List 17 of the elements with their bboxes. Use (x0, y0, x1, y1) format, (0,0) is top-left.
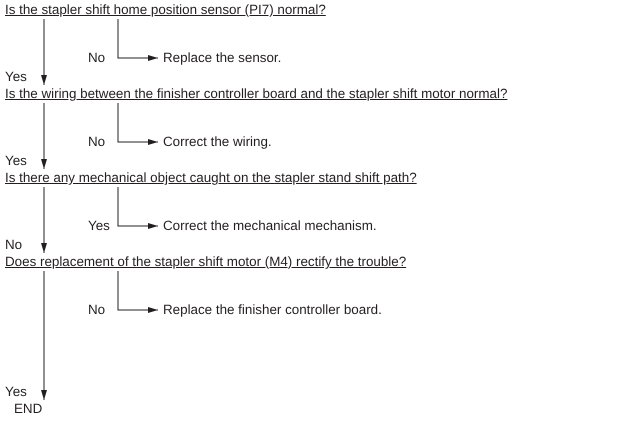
arrow (118, 186, 158, 229)
question-text: Is the stapler shift home position sensor (PI7) normal? (5, 2, 326, 18)
arrow (41, 186, 47, 254)
arrow (41, 18, 47, 86)
question-text: Does replacement of the stapler shift motor (M4) rectify the trouble? (5, 254, 406, 270)
arrow (41, 270, 47, 400)
question-text: Is the wiring between the finisher controller board and the stapler shift motor normal? (5, 86, 508, 102)
action-text: Correct the mechanical mechanism. (163, 218, 377, 234)
question-text: Is there any mechanical object caught on the stapler stand shift path? (5, 170, 417, 186)
action-text: Replace the sensor. (163, 50, 282, 66)
arrow (118, 270, 158, 313)
action-text: Correct the wiring. (163, 134, 272, 150)
arrow (41, 102, 47, 170)
action-text: Replace the finisher controller board. (163, 302, 382, 318)
arrow (118, 102, 158, 145)
arrow (118, 18, 158, 61)
end-text: END (14, 401, 42, 417)
